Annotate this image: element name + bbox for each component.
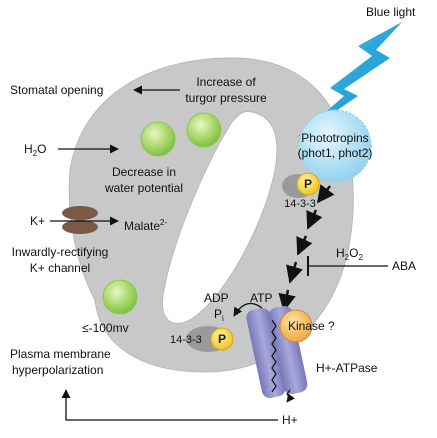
label-k-channel-2: K+ channel bbox=[30, 261, 90, 275]
proton-path-lower bbox=[286, 389, 295, 403]
phospho-p-top bbox=[296, 172, 320, 196]
h-atpase-pump bbox=[246, 305, 308, 399]
k-channel-icon bbox=[62, 206, 98, 220]
signal-arrow bbox=[316, 184, 335, 204]
chloroplast bbox=[140, 121, 176, 157]
label-p-bottom: P bbox=[218, 332, 226, 346]
hyperpolarization-arrow bbox=[61, 389, 278, 421]
phospho-p-bottom bbox=[210, 327, 234, 351]
label-plasma-2: hyperpolarization bbox=[12, 363, 103, 377]
signal-arrow bbox=[306, 209, 323, 230]
label-phototropins-1: Phototropins bbox=[301, 131, 368, 145]
label-h2o: H2O bbox=[24, 142, 46, 158]
label-adp: ADP bbox=[204, 291, 229, 305]
label-h-plus: H+ bbox=[282, 413, 298, 427]
label-aba: ABA bbox=[392, 259, 416, 273]
chloroplast bbox=[102, 279, 138, 315]
signal-arrow bbox=[286, 261, 303, 284]
label-turgor-1: Increase of bbox=[196, 75, 256, 89]
label-k-plus: K+ bbox=[30, 214, 45, 228]
label-14-3-3-bottom: 14-3-3 bbox=[170, 334, 202, 346]
label-phototropins-2: (phot1, phot2) bbox=[298, 146, 373, 160]
label-atp: ATP bbox=[250, 291, 272, 305]
chloroplast bbox=[186, 112, 222, 148]
label-kinase: Kinase ? bbox=[288, 319, 335, 333]
label-14-3-3-top: 14-3-3 bbox=[284, 198, 316, 210]
kinase-circle bbox=[279, 309, 313, 343]
label-stomatal-opening: Stomatal opening bbox=[10, 83, 103, 97]
label-pi: Pi bbox=[214, 307, 224, 323]
signal-arrow bbox=[296, 235, 313, 256]
label-plasma-1: Plasma membrane bbox=[10, 347, 111, 361]
blue-light-bolt-icon bbox=[296, 22, 402, 138]
atp-hydrolysis-arrow bbox=[233, 302, 263, 317]
label-turgor-2: turgor pressure bbox=[185, 91, 267, 105]
label-blue-light: Blue light bbox=[366, 5, 416, 19]
label-h2o2: H2O2 bbox=[336, 246, 363, 262]
label-water-potential-2: water potential bbox=[104, 181, 183, 195]
k-channel-icon bbox=[62, 220, 98, 234]
phototropin-circle bbox=[298, 109, 372, 183]
label-p-top: P bbox=[304, 177, 312, 191]
proton-path bbox=[271, 319, 277, 393]
label-voltage: ≤-100mv bbox=[82, 321, 129, 335]
label-h-atpase: H+-ATPase bbox=[316, 361, 378, 375]
label-water-potential-1: Decrease in bbox=[112, 165, 176, 179]
label-malate: Malate2- bbox=[124, 218, 167, 233]
label-k-channel-1: Inwardly-rectifying bbox=[12, 245, 109, 259]
